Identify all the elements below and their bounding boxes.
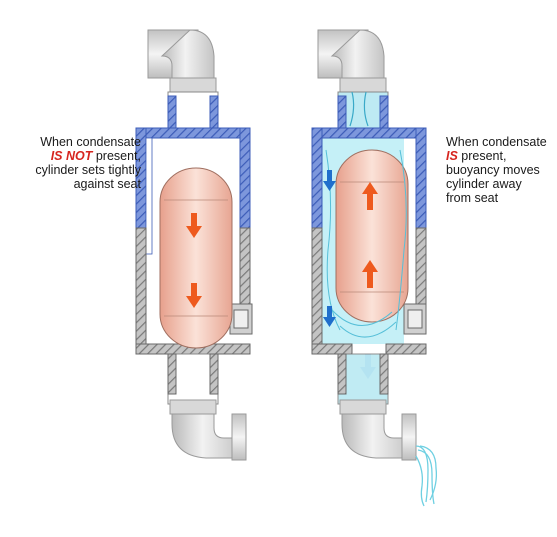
caption-right-line2: present, xyxy=(457,149,507,163)
caption-left-line1: When condensate xyxy=(40,135,141,149)
caption-condensate-present: When condensate IS present, buoyancy mov… xyxy=(446,135,547,205)
down-arrow-icon xyxy=(323,170,336,191)
caption-left-line4: against seat xyxy=(73,177,141,191)
caption-right-emphasis: IS xyxy=(446,149,458,163)
caption-right-line4: cylinder away xyxy=(446,177,522,191)
down-arrow-icon xyxy=(323,306,336,327)
down-arrow-icon xyxy=(186,213,202,238)
lower-housing-left xyxy=(135,227,253,355)
pipe-elbow-bottom-right xyxy=(339,399,417,461)
pipe-elbow-bottom-left xyxy=(169,399,247,461)
caption-right-line1: When condensate xyxy=(446,135,547,149)
caption-right-line5: from seat xyxy=(446,191,499,205)
pipe-elbow-top-right xyxy=(317,29,387,93)
pipe-elbow-top-left xyxy=(147,29,217,93)
caption-right-line3: buoyancy moves xyxy=(446,163,540,177)
caption-no-condensate: When condensate IS NOT present, cylinder… xyxy=(35,135,141,191)
up-arrow-icon xyxy=(362,182,378,210)
caption-left-emphasis: IS NOT xyxy=(50,149,93,163)
trap-right xyxy=(311,29,438,507)
lower-housing-right xyxy=(311,227,427,355)
cylinder-float-right xyxy=(335,149,409,323)
caption-left-line2: present, xyxy=(92,149,141,163)
up-arrow-icon xyxy=(362,260,378,288)
trap-left xyxy=(135,29,253,461)
cylinder-float-left xyxy=(159,167,233,349)
down-arrow-icon xyxy=(186,283,202,308)
discharge-stream xyxy=(415,445,438,507)
caption-left-line3: cylinder sets tightly xyxy=(35,163,141,177)
